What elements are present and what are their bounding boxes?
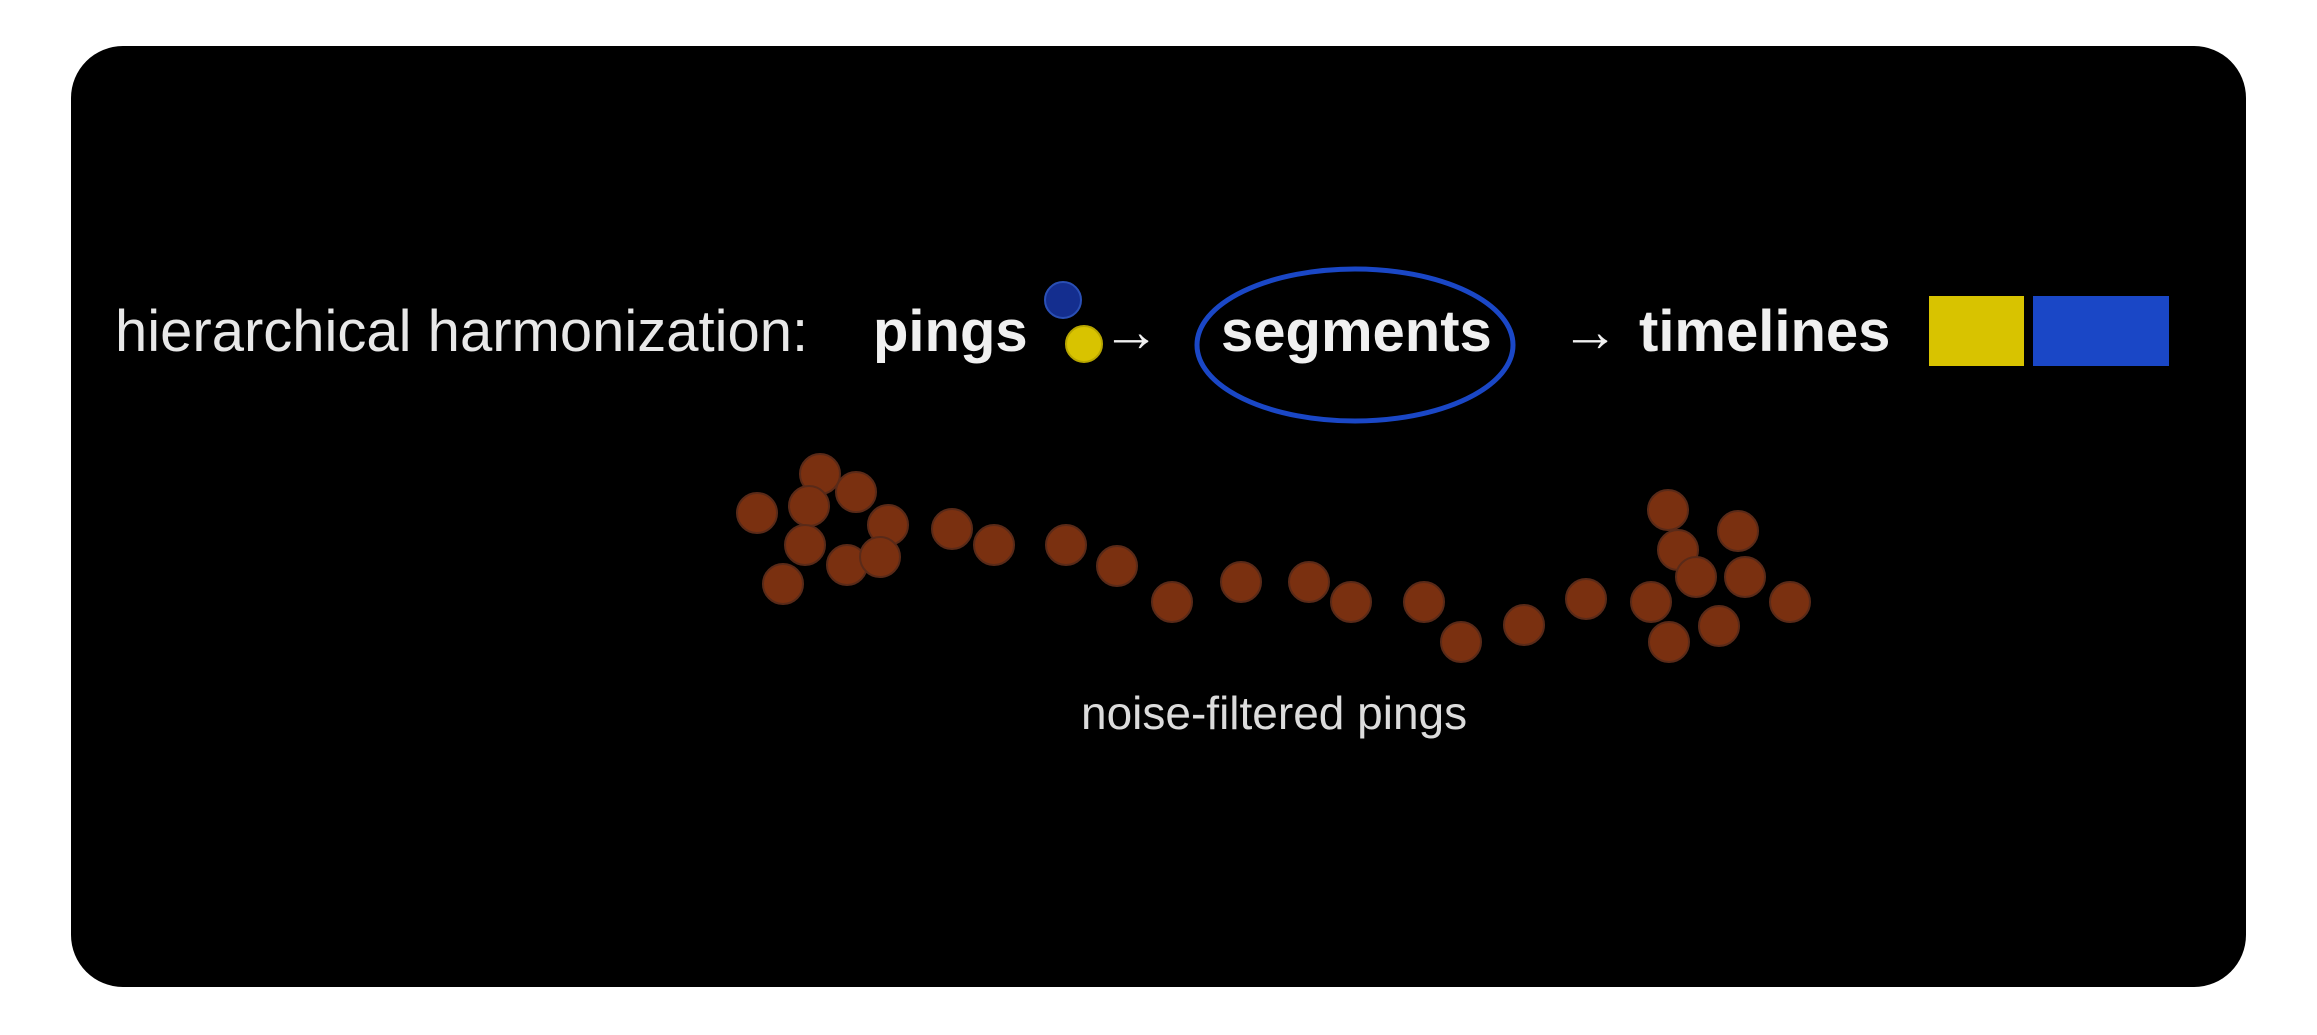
ping-dot — [788, 485, 830, 527]
arrow-to-timelines: → — [1561, 299, 1619, 364]
ping-dot — [1675, 556, 1717, 598]
ping-dot — [1724, 556, 1766, 598]
diagram-canvas: hierarchical harmonization: pings → segm… — [115, 266, 2169, 739]
ping-dot — [931, 508, 973, 550]
ping-dot — [1440, 621, 1482, 663]
pings-label: pings — [873, 299, 1028, 364]
ping-dot — [835, 471, 877, 513]
ping-dot — [1503, 604, 1545, 646]
segments-ellipse — [1194, 266, 1516, 424]
noise-filtered-pings — [736, 453, 1811, 663]
noise-filtered-caption: noise-filtered pings — [1081, 687, 1467, 739]
ping-dot — [784, 524, 826, 566]
ping-dot — [1717, 510, 1759, 552]
ping-dot — [762, 563, 804, 605]
ping-dot — [1045, 524, 1087, 566]
timelines-label: timelines — [1639, 299, 1890, 364]
header-prefix: hierarchical harmonization: — [115, 299, 808, 364]
ping-dot — [1288, 561, 1330, 603]
ping-blue-dot-icon — [1044, 281, 1082, 319]
ping-dot — [1698, 605, 1740, 647]
ping-dot — [1648, 621, 1690, 663]
ping-dot — [1096, 545, 1138, 587]
arrow-to-segments: → — [1102, 299, 1160, 364]
ping-dot — [1330, 581, 1372, 623]
ping-dot — [1565, 578, 1607, 620]
ping-dot — [859, 536, 901, 578]
ping-dot — [1647, 489, 1689, 531]
ping-dot — [736, 492, 778, 534]
ping-dot — [1630, 581, 1672, 623]
segments-label: segments — [1221, 299, 1492, 364]
ping-dot — [1151, 581, 1193, 623]
ping-dot — [1403, 581, 1445, 623]
timeline-yellow-block — [1929, 296, 2024, 366]
ping-dot — [973, 524, 1015, 566]
ping-dot — [1769, 581, 1811, 623]
ping-yellow-dot-icon — [1065, 325, 1103, 363]
timeline-blue-block — [2033, 296, 2169, 366]
diagram-panel: hierarchical harmonization: pings → segm… — [71, 46, 2246, 987]
ping-dot — [1220, 561, 1262, 603]
